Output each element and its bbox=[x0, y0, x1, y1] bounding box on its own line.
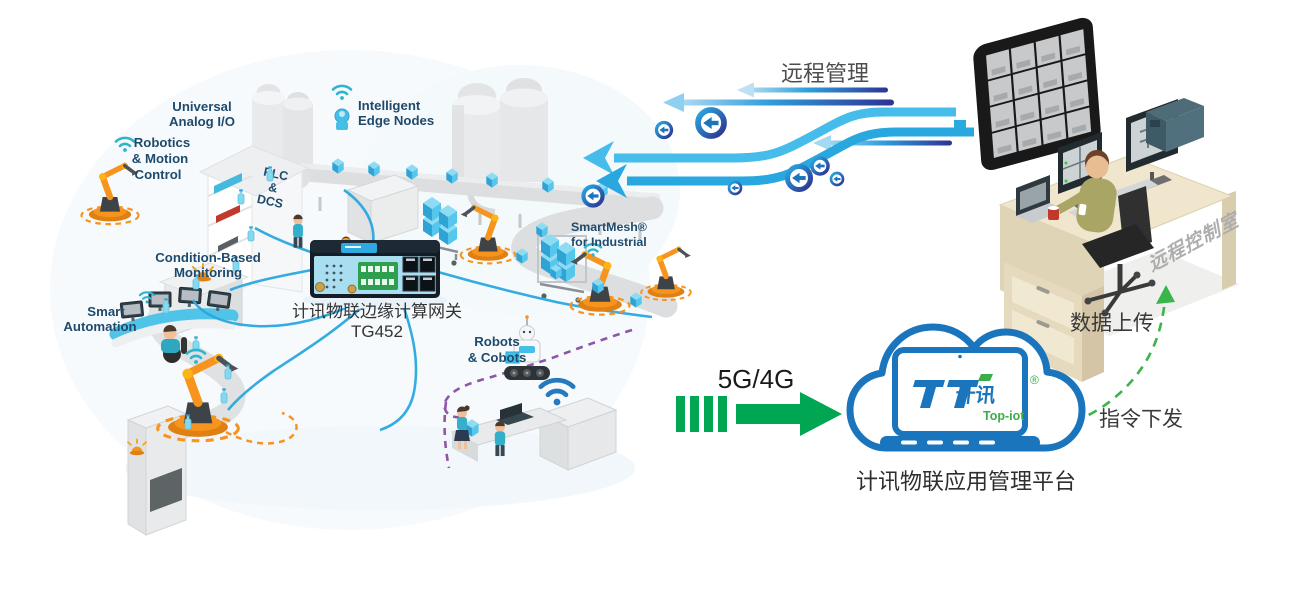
desk-keyboard bbox=[1112, 179, 1158, 199]
operator-desk bbox=[998, 155, 1236, 382]
network-label: 5G/4G bbox=[718, 364, 795, 394]
bottom-left-tower bbox=[126, 405, 188, 536]
network-5g-arrow: 5G/4G bbox=[676, 364, 842, 436]
remote-management-flow: 远程管理 bbox=[583, 61, 974, 206]
operator-chair bbox=[1082, 186, 1156, 317]
plc-label-line3: DCS bbox=[256, 192, 285, 211]
ribbon-arrow-lower-head bbox=[596, 164, 627, 198]
circled-arrow-left-icon bbox=[727, 180, 743, 196]
plc-label-line2: & bbox=[267, 180, 279, 196]
server-box bbox=[1146, 98, 1204, 152]
command-dispatch-label: 指令下发 bbox=[1099, 408, 1183, 431]
label-robots-line2: & Cobots bbox=[468, 350, 527, 365]
label-universal-line1: Universal bbox=[172, 99, 231, 114]
label-smartmesh-line2: for Industrial bbox=[571, 235, 647, 249]
arrowhead-up bbox=[1156, 285, 1175, 304]
label-robotics-line3: Control bbox=[135, 167, 182, 182]
storage-tanks-right bbox=[452, 78, 548, 215]
label-intelligent-line2: Edge Nodes bbox=[358, 113, 434, 128]
ribbon-arrow-upper-head bbox=[583, 141, 614, 175]
data-upload-label: 数据上传 bbox=[1070, 312, 1154, 335]
circled-arrow-left-icon bbox=[788, 167, 811, 190]
label-robotics-line2: & Motion bbox=[132, 151, 188, 166]
circled-arrow-left-icon bbox=[810, 156, 830, 176]
robot-route-orange bbox=[225, 411, 298, 445]
gateway-device bbox=[303, 240, 447, 309]
label-intelligent-line1: Intelligent bbox=[358, 98, 421, 113]
platform-label: 计讯物联应用管理平台 bbox=[856, 469, 1076, 494]
label-universal-line2: Analog I/O bbox=[169, 114, 235, 129]
wall-display bbox=[973, 17, 1101, 171]
circled-arrow-left-icon bbox=[698, 110, 724, 136]
drawer bbox=[1012, 310, 1074, 365]
label-robots-line1: Robots bbox=[474, 334, 519, 349]
label-condition-line1: Condition-Based bbox=[155, 250, 261, 265]
circled-arrow-left-icon bbox=[654, 120, 674, 140]
label-smart-line1: Smart bbox=[87, 304, 125, 319]
operator-person bbox=[1048, 149, 1117, 233]
logo-zh: 计讯 bbox=[954, 384, 996, 407]
drawer bbox=[1012, 276, 1074, 330]
gateway-led-grid bbox=[325, 264, 343, 289]
thin-arrow bbox=[750, 87, 888, 93]
cloud-laptop: 计讯 Top-iot ® bbox=[880, 347, 1040, 449]
edge-node-device bbox=[334, 108, 350, 130]
bottom-workcell bbox=[450, 397, 618, 471]
worker-woman bbox=[454, 405, 470, 449]
cloud-platform: 计讯 Top-iot ® 计讯物联应用管理平台 bbox=[846, 323, 1086, 494]
thin-arrow bbox=[680, 99, 894, 106]
thin-arrow-head bbox=[813, 135, 831, 151]
gateway-name-label: 计讯物联边缘计算网关 bbox=[292, 302, 462, 321]
factory-labels: Universal Analog I/O Intelligent Edge No… bbox=[63, 98, 647, 365]
logo-green-accent bbox=[978, 374, 993, 381]
remote-management-label: 远程管理 bbox=[781, 61, 869, 86]
storage-tanks-left bbox=[252, 84, 313, 174]
control-room: 远程控制室 bbox=[954, 17, 1241, 382]
factory-illustration: PLC & DCS bbox=[50, 50, 691, 536]
cobot-route-path bbox=[443, 328, 633, 469]
coffee-mug bbox=[1048, 208, 1059, 220]
smart-automation-console bbox=[109, 286, 239, 363]
circled-arrow-left-icon bbox=[829, 171, 845, 187]
green-dashed-arc bbox=[1073, 299, 1167, 423]
topiot-logo: 计讯 Top-iot ® bbox=[913, 373, 1039, 423]
tracked-cobot bbox=[504, 315, 550, 380]
factory-ground-shadow bbox=[125, 426, 635, 510]
machine-center bbox=[346, 174, 420, 244]
circled-arrow-left-icon bbox=[584, 187, 603, 206]
ribbon-arrow-upper bbox=[614, 107, 956, 163]
upload-command-flow: 数据上传 指令下发 bbox=[1060, 285, 1183, 432]
label-smart-line2: Automation bbox=[63, 319, 136, 334]
label-condition-line2: Monitoring bbox=[174, 265, 242, 280]
crate-stack-right bbox=[537, 234, 587, 303]
label-smartmesh-line1: SmartMesh® bbox=[571, 220, 647, 234]
gateway-model-label: TG452 bbox=[351, 322, 403, 341]
logo-en: Top-iot bbox=[983, 409, 1025, 423]
registered-mark-icon: ® bbox=[1030, 373, 1039, 387]
thin-arrow-head bbox=[737, 82, 754, 98]
gateway-ethernet-ports bbox=[402, 256, 436, 292]
desk-equipment bbox=[1016, 98, 1204, 223]
thin-arrow-head bbox=[663, 93, 684, 112]
label-robotics-line1: Robotics bbox=[134, 135, 190, 150]
